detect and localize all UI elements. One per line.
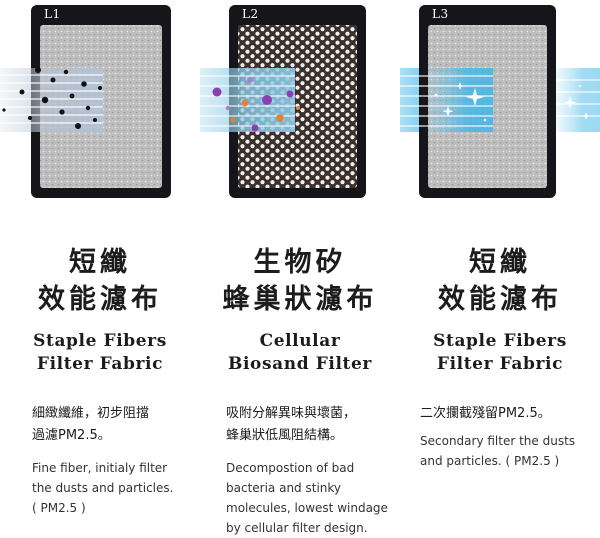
description-chinese: 吸附分解異味與壞菌， 蜂巢狀低風阻結構。 [226, 403, 356, 447]
desc-zh-line: 吸附分解異味與壞菌， [226, 406, 357, 421]
filter-layer-2: L2 生物矽 蜂巢狀濾布 Cellular Biosand Filter 吸附分… [200, 0, 400, 535]
layer-tag: L3 [432, 7, 449, 21]
desc-en-line: Secondary filter the dusts [420, 434, 576, 448]
title-en-line-1: Staple Fibers [433, 331, 567, 351]
desc-zh-line: 二次攔截殘留PM2.5。 [420, 406, 551, 421]
airflow-band [428, 68, 493, 132]
layer-tag: L2 [242, 7, 259, 21]
title-zh-line-1: 短纖 [469, 247, 531, 278]
description-chinese: 細緻纖維，初步阻擋 過濾PM2.5。 [32, 403, 149, 447]
title-en-line-1: Cellular [259, 331, 341, 351]
desc-zh-line: 細緻纖維，初步阻擋 [32, 406, 150, 421]
title-zh-line-2: 效能濾布 [438, 284, 562, 315]
title-zh-line-2: 蜂巢狀濾布 [222, 284, 378, 315]
airflow-band-out [556, 68, 600, 132]
biosand-honeycomb-filter-illustration [200, 0, 400, 200]
title-en-line-2: Filter Fabric [436, 354, 564, 374]
title-en-line-2: Filter Fabric [36, 354, 164, 374]
desc-en-line: bacteria and stinky [226, 481, 342, 495]
desc-en-line: the dusts and particles. [32, 481, 174, 495]
desc-en-line: molecules, lowest windage [226, 501, 388, 515]
title-zh-line-1: 短纖 [69, 247, 131, 278]
secondary-fiber-filter-illustration [400, 0, 600, 200]
title-chinese: 生物矽 蜂巢狀濾布 [200, 244, 400, 318]
sparkle-particles [434, 82, 590, 122]
desc-en-line: Fine fiber, initialy filter [32, 461, 168, 475]
title-english: Cellular Biosand Filter [200, 330, 400, 376]
desc-zh-line: 蜂巢狀低風阻結構。 [226, 428, 344, 443]
title-english: Staple Fibers Filter Fabric [0, 330, 200, 376]
title-chinese: 短纖 效能濾布 [0, 244, 200, 318]
title-chinese: 短纖 效能濾布 [400, 244, 600, 318]
description-chinese: 二次攔截殘留PM2.5。 [420, 403, 551, 425]
desc-en-line: ( PM2.5 ) [32, 501, 86, 515]
title-en-line-1: Staple Fibers [33, 331, 167, 351]
desc-en-line: by cellular filter design. [226, 521, 368, 535]
filter-layer-3: L3 短纖 效能濾布 Staple Fibers Filter Fabric 二… [400, 0, 600, 535]
title-english: Staple Fibers Filter Fabric [400, 330, 600, 376]
title-en-line-2: Biosand Filter [228, 354, 372, 374]
airflow-band [200, 68, 295, 132]
title-zh-line-2: 效能濾布 [38, 284, 162, 315]
title-zh-line-1: 生物矽 [253, 247, 347, 278]
desc-en-line: and particles. ( PM2.5 ) [420, 454, 560, 468]
desc-en-line: Decompostion of bad [226, 461, 355, 475]
filter-layer-1: L1 短纖 效能濾布 Staple Fibers Filter Fabric 細… [0, 0, 200, 535]
description-english: Fine fiber, initialy filter the dusts an… [32, 458, 173, 518]
description-english: Secondary filter the dusts and particles… [420, 431, 575, 471]
staple-fiber-filter-illustration [0, 0, 200, 200]
bacteria-particles [212, 77, 300, 132]
layer-tag: L1 [44, 7, 61, 21]
description-english: Decompostion of bad bacteria and stinky … [226, 458, 388, 538]
desc-zh-line: 過濾PM2.5。 [32, 428, 111, 443]
